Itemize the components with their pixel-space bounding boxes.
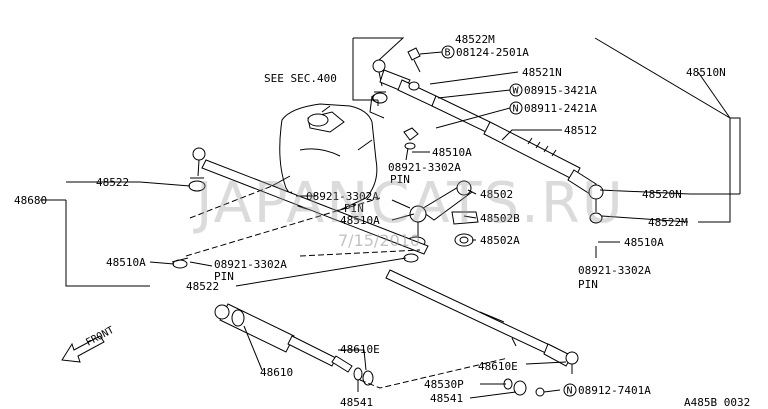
label-48522M-right: 48522M (648, 216, 688, 229)
label-48502B: 48502B (480, 212, 520, 225)
label-48520N: 48520N (642, 188, 682, 201)
diagram-code: A485B 0032 (684, 396, 750, 409)
label-48610E-bottom: 48610E (478, 360, 518, 373)
front-label: FRONT (84, 325, 116, 349)
lower-track-rod (385, 269, 579, 374)
label-48530P: 48530P (424, 378, 464, 391)
label-pin-right: PIN (578, 278, 598, 291)
label-48521N: 48521N (522, 66, 562, 79)
label-48510N: 48510N (686, 66, 726, 79)
watermark: JAPANCATS.RU (193, 171, 625, 236)
label-pin-center: PIN (344, 202, 364, 215)
bolt-prefix: B (445, 48, 451, 59)
label-48510A-right: 48510A (624, 236, 664, 249)
label-08921-center: 08921-3302A (306, 190, 379, 203)
label-pin-mid: PIN (390, 173, 410, 186)
label-48510A-left: 48510A (106, 256, 146, 269)
label-48610E-top: 48610E (340, 343, 380, 356)
label-see-sec: SEE SEC.400 (264, 72, 337, 85)
label-48541-right: 48541 (430, 392, 463, 405)
upper-tie-rod-assembly (372, 47, 604, 224)
label-08124: 08124-2501A (456, 46, 529, 59)
label-pin-left: PIN (214, 270, 234, 283)
label-48510A-center: 48510A (340, 214, 380, 227)
label-48512: 48512 (564, 124, 597, 137)
front-arrow-icon: FRONT (61, 325, 116, 363)
label-08912: 08912-7401A (578, 384, 651, 397)
label-48522-left: 48522 (96, 176, 129, 189)
label-48610: 48610 (260, 366, 293, 379)
nut-prefix-1: N (513, 104, 519, 115)
label-08921-left: 08921-3302A (214, 258, 287, 271)
leader-lines (40, 37, 741, 399)
label-08921-mid: 08921-3302A (388, 161, 461, 174)
label-08911: 08911-2421A (524, 102, 597, 115)
label-48502: 48502 (480, 188, 513, 201)
steering-damper (214, 303, 545, 397)
pitman-arm (403, 180, 479, 263)
label-48680: 48680 (14, 194, 47, 207)
label-48541-left: 48541 (340, 396, 373, 409)
circled-prefixes: B W N N (441, 45, 577, 397)
label-48522-bottom: 48522 (186, 280, 219, 293)
date-stamp: 7/15/2010 (338, 231, 420, 250)
label-08921-right: 08921-3302A (578, 264, 651, 277)
nut-prefix-2: N (567, 386, 573, 397)
label-48510A-mid: 48510A (432, 146, 472, 159)
label-08915: 08915-3421A (524, 84, 597, 97)
washer-prefix: W (513, 86, 520, 97)
left-tie-rod (171, 147, 429, 269)
label-48502A: 48502A (480, 234, 520, 247)
label-48522M-top: 48522M (455, 33, 495, 46)
part-labels: SEE SEC.400 48522M 08124-2501A 48521N 48… (14, 33, 750, 409)
dash-lines (185, 100, 509, 389)
